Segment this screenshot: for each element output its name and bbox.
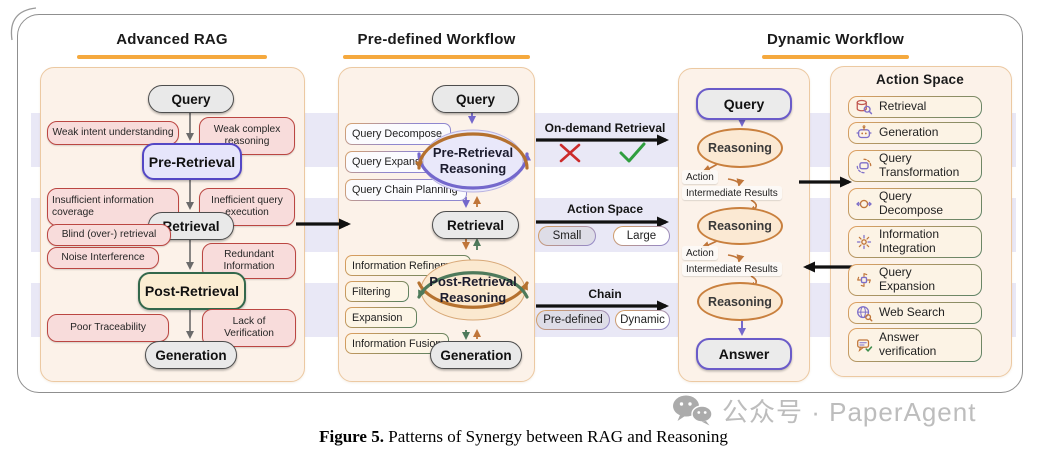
post-reasoning-item: Information Fusion [345,333,449,354]
title-advanced-rag: Advanced RAG [116,31,228,48]
post-retrieval-reasoning-ellipse: Post-Retrieval Reasoning [403,248,543,332]
action-item-retrieval: Retrieval [848,96,982,118]
action-item-query-decompose: Query Decompose [848,188,982,220]
action-item-generation: Generation [848,122,982,144]
weakness-box: Noise Interference [47,247,159,269]
reasoning-ellipse: Reasoning [697,128,783,168]
pill-dynamic: Dynamic [615,310,670,330]
caption-label: Figure 5. [319,427,384,446]
action-item-label: Query Transformation [879,151,960,179]
caption-text: Patterns of Synergy between RAG and Reas… [383,427,728,446]
reasoning-ellipse: Reasoning [697,282,783,321]
node-generation: Generation [430,341,522,369]
generation-icon [856,125,872,139]
pre-retrieval-reasoning-ellipse: Pre-Retrieval Reasoning [405,118,541,204]
title-dynamic-workflow: Dynamic Workflow [766,31,905,48]
action-tag: Action [682,170,718,184]
action-item-query-transformation: Query Transformation [848,150,982,182]
pill-large: Large [613,226,670,246]
action-item-label: Query Expansion [879,265,936,293]
action-item-label: Generation [879,125,939,140]
node-retrieval: Retrieval [432,211,519,239]
title-predefined-workflow: Pre-defined Workflow [357,31,516,48]
information-integration-icon [856,234,872,250]
action-item-answer-verification: Answer verification [848,328,982,362]
watermark-text: 公众号 · PaperAgent [722,397,977,427]
node-post-retrieval: Post-Retrieval [138,272,246,310]
underline-predefined-workflow [343,55,530,59]
node-generation: Generation [145,341,237,369]
pill-small: Small [538,226,596,246]
weakness-box: Poor Traceability [47,314,169,342]
band-label-chain: Chain [588,287,622,301]
weakness-box: Inefficient query execution [199,188,295,226]
action-item-label: Query Decompose [879,189,944,217]
weakness-box: Blind (over-) retrieval [47,224,171,246]
action-space-title: Action Space [876,72,964,87]
node-answer: Answer [696,338,792,370]
retrieval-icon [856,99,873,115]
action-item-web-search: Web Search [848,302,982,324]
pill-pre-defined: Pre-defined [536,310,610,330]
action-item-label: Information Integration [879,227,940,255]
pre-reasoning-item: Query Expansion [345,151,443,173]
swirl-arrows-icon [415,129,531,193]
band-label-on-demand-retrieval: On-demand Retrieval [544,121,666,135]
answer-verification-icon [857,339,873,353]
web-search-icon [857,306,873,322]
action-item-label: Web Search [879,305,945,320]
intermediate-results-tag: Intermediate Results [682,262,782,276]
wechat-icon [673,395,713,425]
figure-caption: Figure 5. Patterns of Synergy between RA… [0,427,1047,447]
post-reasoning-item: Expansion [345,307,417,328]
action-item-label: Answer verification [879,330,937,358]
weakness-box: Lack of Verification [202,309,296,347]
underline-dynamic-workflow [762,55,909,59]
reasoning-ellipse: Reasoning [697,207,783,245]
node-query: Query [432,85,519,113]
query-expansion-icon [857,273,871,287]
node-query: Query [148,85,234,113]
action-tag: Action [682,246,718,260]
pre-reasoning-item: Query Chain Planning [345,179,467,201]
post-retrieval-reasoning-label: Post-Retrieval Reasoning [429,273,517,305]
swirl-arrows-icon [417,259,529,321]
action-item-label: Retrieval [879,99,927,114]
intermediate-results-tag: Intermediate Results [682,186,782,200]
query-transformation-icon [856,158,872,174]
query-decompose-icon [856,199,872,209]
underline-advanced-rag [77,55,267,59]
weakness-box: Weak intent understanding [47,121,179,145]
node-pre-retrieval: Pre-Retrieval [142,143,242,180]
pre-retrieval-reasoning-label: Pre-Retrieval Reasoning [432,144,514,176]
panel-action-space [830,66,1012,377]
node-query: Query [696,88,792,120]
action-item-information-integration: Information Integration [848,226,982,258]
post-reasoning-item: Filtering [345,281,409,302]
band-label-action-space: Action Space [566,202,644,216]
pre-reasoning-item: Query Decompose [345,123,451,145]
action-item-query-expansion: Query Expansion [848,264,982,296]
watermark: 公众号 · PaperAgent [672,392,976,429]
